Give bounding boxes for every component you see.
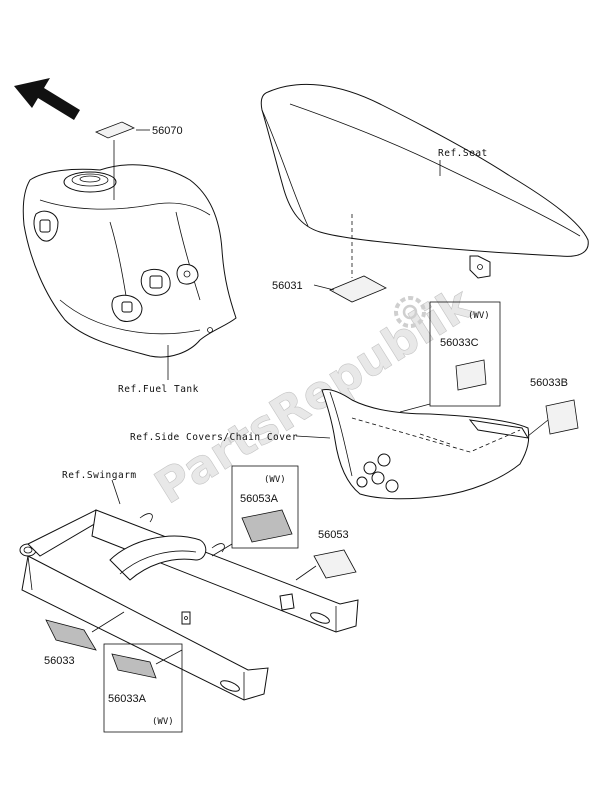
front-direction-arrow-icon bbox=[14, 78, 80, 120]
part-number-56033a: 56033A bbox=[108, 693, 147, 705]
wv-box-56033c: (WV) 56033C bbox=[399, 301, 501, 413]
wv-box-56033a: 56033A (WV) bbox=[103, 643, 183, 733]
wv-tag-56033a: (WV) bbox=[152, 717, 174, 727]
ref-side-covers-label: Ref.Side Covers/Chain Cover bbox=[130, 432, 298, 443]
fuel-tank bbox=[22, 164, 237, 358]
wv-box-56053a: (WV) 56053A bbox=[211, 465, 299, 557]
tank-mount-bottom bbox=[111, 294, 143, 322]
wv-tag-56053a: (WV) bbox=[264, 475, 286, 485]
label-56053: 56053 bbox=[295, 529, 357, 581]
label-56070: 56070 bbox=[95, 121, 183, 200]
tank-mount-right bbox=[176, 263, 199, 285]
tank-mount-left bbox=[33, 210, 59, 242]
ref-seat-label: Ref.Seat bbox=[438, 148, 488, 159]
label-56033b: 56033B bbox=[527, 377, 579, 437]
gear-icon bbox=[394, 296, 426, 328]
wv-tag-56033c: (WV) bbox=[468, 311, 490, 321]
part-number-56053: 56053 bbox=[318, 529, 349, 541]
tank-mount-center bbox=[140, 268, 171, 296]
seat bbox=[260, 83, 589, 279]
ref-swingarm-label: Ref.Swingarm bbox=[62, 470, 137, 481]
side-cover bbox=[321, 389, 530, 500]
swingarm bbox=[19, 509, 359, 701]
label-56031: 56031 bbox=[272, 214, 387, 303]
side-cover-holes bbox=[356, 453, 399, 493]
ref-fuel-tank-label: Ref.Fuel Tank bbox=[118, 384, 199, 395]
part-number-56033b: 56033B bbox=[530, 377, 568, 389]
part-number-56070: 56070 bbox=[152, 125, 183, 137]
label-56033: 56033 bbox=[44, 611, 125, 667]
part-number-56033c: 56033C bbox=[440, 337, 479, 349]
part-number-56031: 56031 bbox=[272, 280, 303, 292]
part-number-56033: 56033 bbox=[44, 655, 75, 667]
part-number-56053a: 56053A bbox=[240, 493, 279, 505]
